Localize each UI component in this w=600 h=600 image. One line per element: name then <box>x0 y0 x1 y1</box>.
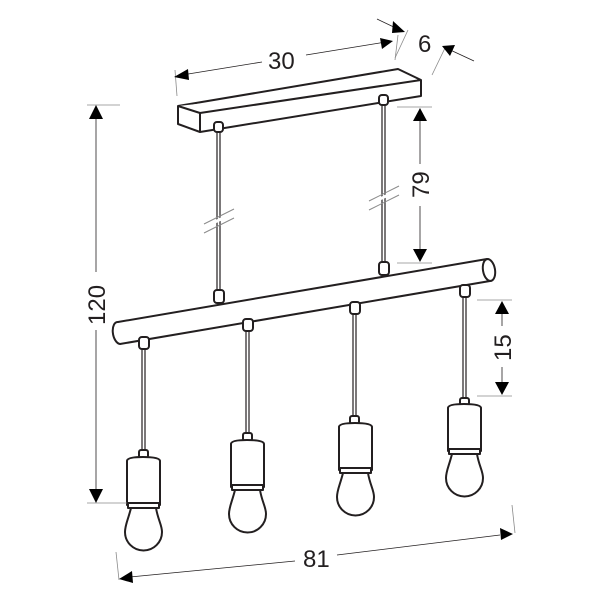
dimension-total-height: 120 <box>84 104 127 504</box>
dimension-label-79: 79 <box>408 171 435 198</box>
dimension-canopy-length: 30 <box>174 34 399 97</box>
pendant-1 <box>124 336 163 552</box>
horizontal-bar <box>111 258 497 345</box>
dimension-suspension-length: 79 <box>397 106 435 264</box>
pendant-3 <box>336 301 375 517</box>
suspension-cable-right <box>367 94 400 268</box>
dimension-total-width: 81 <box>115 504 516 583</box>
dimension-label-120: 120 <box>84 285 111 325</box>
dimension-label-6: 6 <box>418 31 431 58</box>
dimension-label-15: 15 <box>490 334 517 361</box>
dimension-label-81: 81 <box>303 546 330 573</box>
suspension-cable-left <box>202 121 235 294</box>
dimension-label-30: 30 <box>268 48 295 75</box>
pendant-4 <box>445 284 484 498</box>
dimension-canopy-depth: 6 <box>376 18 475 76</box>
dimension-pendant-drop: 15 <box>477 299 517 397</box>
pendant-2 <box>228 318 267 534</box>
ceiling-canopy <box>177 68 422 133</box>
